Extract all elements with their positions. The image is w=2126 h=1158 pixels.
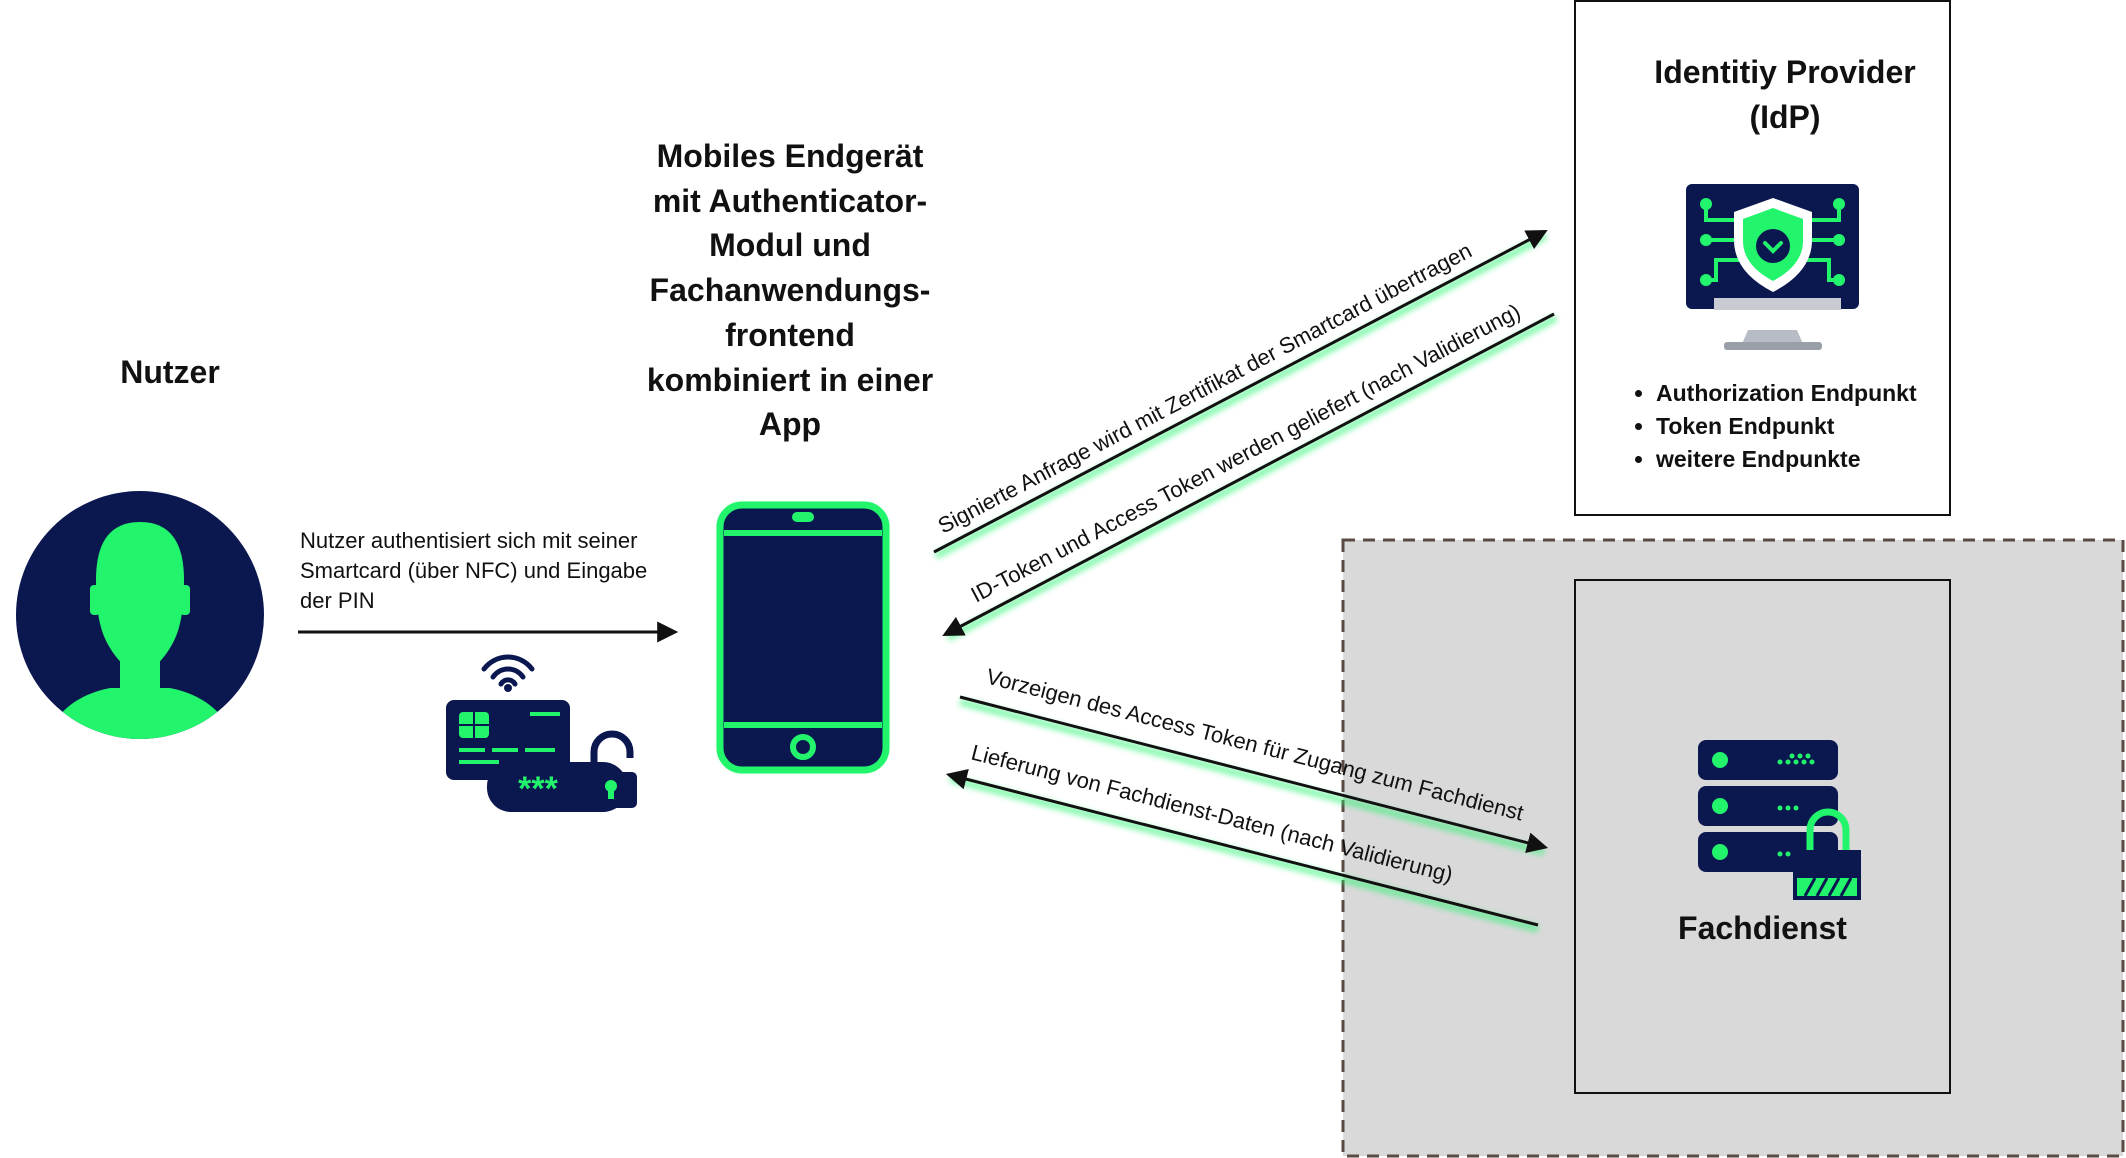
nfc-wifi-icon [481, 654, 535, 687]
nutzer-title: Nutzer [120, 354, 220, 390]
arrow-data-delivery [945, 768, 1539, 933]
idp-title: Identitiy Provider (IdP) [1620, 50, 1950, 140]
user-avatar-icon [16, 491, 264, 739]
smartcard-pin-icon: *** [446, 654, 637, 812]
pin-mask: *** [518, 770, 558, 808]
device-title-line: Mobiles Endgerät [656, 138, 924, 174]
device-title-line: Modul und [709, 227, 871, 264]
idp-title-line: Identitiy Provider [1654, 54, 1916, 90]
auth-label-line: Nutzer authentisiert sich mit seiner [300, 528, 638, 553]
device-title-line: App [758, 406, 822, 443]
fachdienst-server-icon [1698, 740, 1861, 900]
smartphone-icon [716, 501, 890, 774]
arrow-auth [298, 621, 679, 643]
check-icon [1763, 241, 1783, 254]
padlock-shackle [590, 730, 634, 772]
idp-endpoint-item: Authorization Endpunkt [1656, 380, 1976, 407]
arrow-signed-request [933, 230, 1548, 560]
idp-title-line: (IdP) [1749, 99, 1821, 135]
device-title-line: mit Authenticator- [652, 182, 928, 219]
arrow-tokens [942, 312, 1558, 642]
device-title-line: kombiniert in einer [646, 361, 934, 398]
idp-endpoint-item: weitere Endpunkte [1656, 446, 1976, 473]
fachdienst-title: Fachdienst [1678, 910, 1847, 946]
device-title: Mobiles Endgerät mit Authenticator- Modul … [600, 134, 980, 447]
server-lock-shackle [1806, 808, 1850, 855]
device-title-line: Fachanwendungs- [649, 272, 931, 309]
device-title-line: frontend [725, 316, 855, 353]
idp-endpoint-item: Token Endpunkt [1656, 413, 1976, 440]
idp-endpoint-list: Authorization EndpunktToken Endpunkt weit… [1616, 380, 1976, 479]
auth-label-line: Smartcard (über NFC) und Eingabe [300, 558, 648, 583]
auth-label-line: der PIN [300, 588, 375, 613]
arrow-access-token [959, 695, 1549, 856]
idp-security-monitor-icon [1686, 184, 1859, 350]
